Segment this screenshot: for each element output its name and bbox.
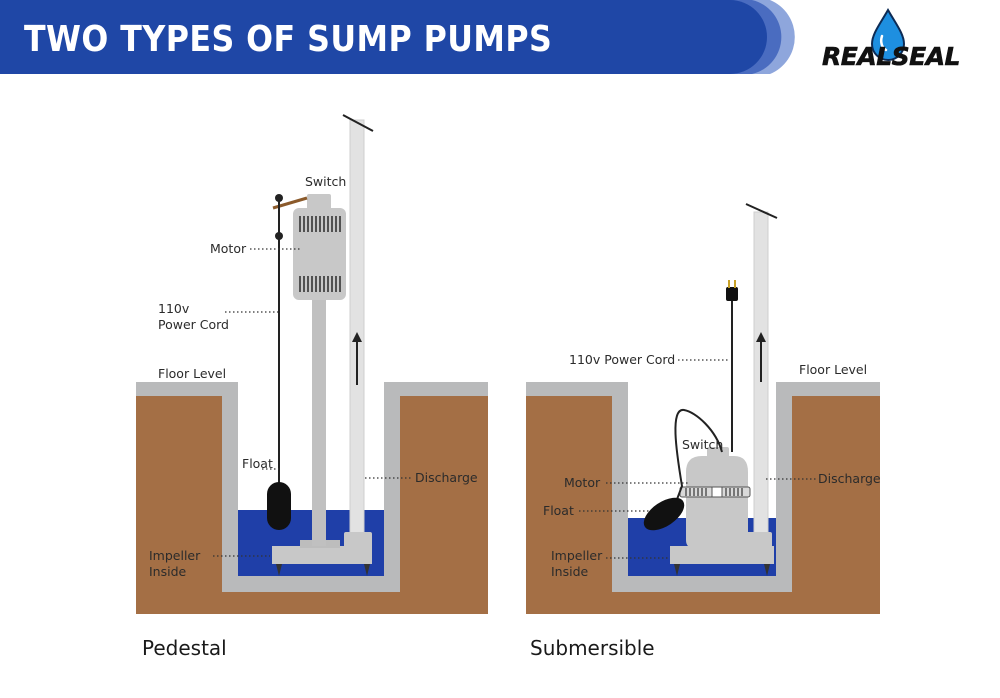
soil-right — [400, 396, 488, 614]
impeller-housing — [272, 546, 372, 564]
realseal-logo — [870, 7, 906, 61]
submersible-switch-label: Switch — [682, 437, 724, 452]
submersible-impeller-label-2: Inside — [551, 564, 589, 579]
submersible-motor-label: Motor — [564, 475, 601, 490]
plug-icon — [726, 287, 738, 301]
brand-name: REALSEAL — [822, 42, 961, 72]
pump-shaft — [312, 298, 326, 546]
impeller-housing — [670, 546, 774, 564]
float-cable — [674, 409, 723, 503]
pedestal-floor-level-label: Floor Level — [158, 366, 227, 381]
pedestal-power-cord-label-1: 110v — [158, 301, 190, 316]
submersible-float-label: Float — [543, 503, 574, 518]
discharge-pipe — [349, 119, 365, 541]
pedestal-caption: Pedestal — [142, 636, 227, 660]
water-drop-icon — [870, 7, 906, 61]
pedestal-power-cord-label-2: Power Cord — [158, 317, 229, 332]
pedestal-pit — [136, 382, 488, 614]
pedestal-motor-label: Motor — [210, 241, 247, 256]
pedestal-pump — [267, 114, 374, 576]
submersible-impeller-label-1: Impeller — [551, 548, 603, 563]
float — [643, 497, 685, 531]
page-title: TWO TYPES OF SUMP PUMPS — [24, 19, 553, 60]
soil-left — [136, 396, 222, 614]
pedestal-discharge-label: Discharge — [415, 470, 478, 485]
banner-stripe-main — [0, 0, 767, 74]
pedestal-impeller-label-2: Inside — [149, 564, 187, 579]
soil-bottom — [136, 592, 488, 614]
submersible-caption: Submersible — [530, 636, 655, 660]
submersible-power-cord-label: 110v Power Cord — [569, 352, 676, 367]
submersible-pump — [643, 203, 778, 576]
pedestal-switch-label: Switch — [305, 174, 347, 189]
header-banner — [0, 0, 795, 74]
pedestal-float-label: Float — [242, 456, 273, 471]
submersible-discharge-label: Discharge — [818, 471, 881, 486]
pedestal-impeller-label-1: Impeller — [149, 548, 201, 563]
motor-body — [686, 456, 748, 548]
float — [267, 482, 291, 530]
submersible-floor-level-label: Floor Level — [799, 362, 868, 377]
